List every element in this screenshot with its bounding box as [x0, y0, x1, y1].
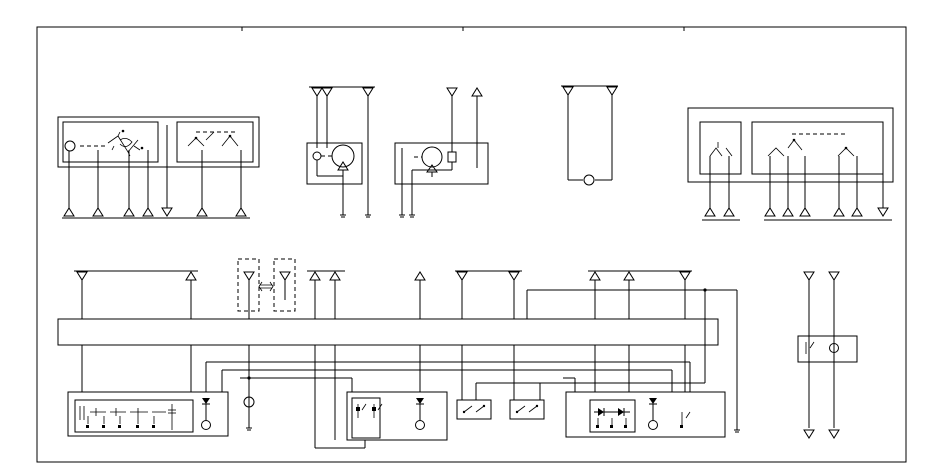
lamp-icon — [64, 140, 76, 152]
lamp-circuit — [561, 85, 618, 186]
motor-icon — [421, 146, 443, 168]
switch-assembly-right — [687, 107, 894, 221]
motor-module-b — [394, 87, 489, 218]
switch-pair-center — [456, 399, 545, 420]
motor-icon — [331, 144, 355, 168]
unit-far-right — [797, 271, 858, 439]
bus-wiring-lower — [81, 345, 705, 449]
motor-module-a — [306, 86, 375, 218]
module-left-bottom — [67, 391, 229, 437]
lamp-icon — [583, 174, 595, 186]
module-right-bottom — [565, 391, 726, 438]
relay-center — [346, 391, 448, 448]
switch-assembly-left — [57, 116, 260, 219]
drawing-border — [36, 26, 907, 463]
main-bus — [57, 318, 719, 346]
bus-terminals-left — [74, 258, 740, 433]
